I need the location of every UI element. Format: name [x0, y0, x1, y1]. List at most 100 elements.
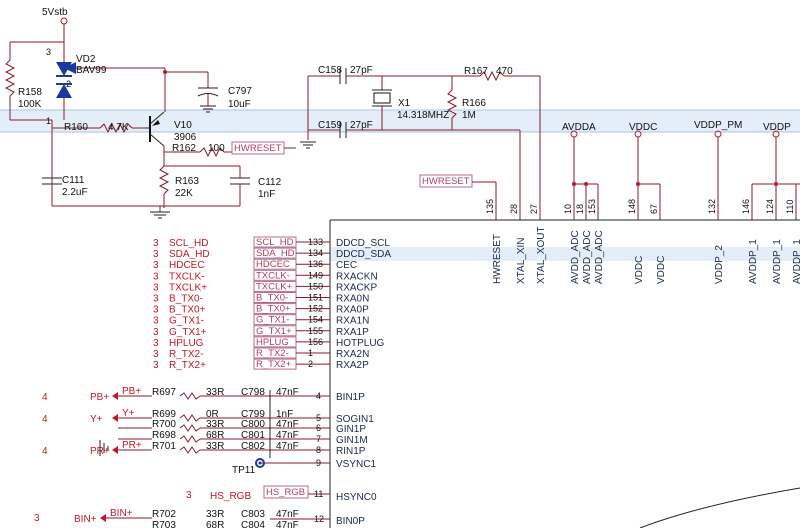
pin-name: XTAL_XOUT [536, 226, 547, 284]
svg-text:R703: R703 [152, 520, 176, 528]
svg-text:HSYNC0: HSYNC0 [336, 492, 377, 503]
svg-text:11: 11 [314, 489, 323, 499]
sheet-ref: 3 [153, 327, 159, 338]
pin-number: 132 [707, 199, 717, 214]
net-port-label: R_TX2- [256, 348, 289, 359]
signal-label: SCL_HD [169, 238, 208, 249]
svg-text:470: 470 [496, 66, 513, 77]
resistor-ref: R697 [152, 387, 176, 398]
diode-icon [64, 62, 76, 74]
capacitor-ref: C801 [241, 430, 265, 441]
pin-number: 136 [308, 259, 323, 269]
svg-text:C159: C159 [318, 120, 342, 131]
svg-text:33R: 33R [206, 509, 224, 520]
resistor-r158 [4, 59, 16, 97]
pin-name: VDDC [656, 256, 667, 284]
port-arrow-icon [112, 414, 118, 422]
svg-text:27pF: 27pF [350, 120, 373, 131]
svg-text:4.7K: 4.7K [108, 122, 129, 133]
capacitor-ref: C799 [241, 409, 265, 420]
pin-name: RXA2N [336, 349, 369, 360]
pin-number: 155 [308, 326, 323, 336]
pin-number: 2 [308, 359, 313, 369]
resistor-r162 [199, 146, 225, 158]
signal-label: HDCEC [169, 260, 205, 271]
sheet-ref: 3 [153, 260, 159, 271]
pin-name: RXA0P [336, 305, 369, 316]
svg-text:R167: R167 [464, 66, 488, 77]
sheet-ref: 4 [42, 446, 48, 457]
pin-name: HWRESET [492, 234, 503, 284]
pin-number: 28 [509, 204, 519, 214]
resistor-value: 0R [206, 409, 219, 420]
pin-name: RXA0N [336, 294, 369, 305]
pin-number: 134 [308, 248, 323, 258]
resistor-ref: R700 [152, 419, 176, 430]
pin-number: 149 [308, 270, 323, 280]
resistor-symbol [179, 435, 201, 443]
pin-number: 6 [316, 423, 321, 433]
svg-text:R162: R162 [172, 143, 196, 154]
sheet-ref: 3 [153, 282, 159, 293]
net-port-label: TXCLK- [256, 270, 290, 281]
svg-text:BIN+: BIN+ [110, 508, 133, 519]
sheet-ref: 3 [153, 305, 159, 316]
svg-text:TP11: TP11 [232, 465, 256, 476]
capacitor-ref: C798 [241, 387, 265, 398]
svg-text:HS_RGB: HS_RGB [266, 487, 305, 498]
net-port-label: B_TX0- [256, 293, 288, 304]
resistor-symbol [179, 424, 201, 432]
sheet-ref: 3 [153, 249, 159, 260]
svg-text:BAV99: BAV99 [76, 65, 107, 76]
signal-label: TXCLK- [169, 271, 205, 282]
svg-text:VSYNC1: VSYNC1 [336, 459, 376, 470]
port-arrow-icon [112, 392, 118, 400]
sheet-ref: 3 [153, 360, 159, 371]
svg-text:R166: R166 [462, 98, 486, 109]
svg-text:100: 100 [208, 143, 225, 154]
resistor-symbol [179, 446, 201, 454]
resistor-ref: R701 [152, 441, 176, 452]
pin-number: 150 [308, 281, 323, 291]
diode-icon [56, 84, 72, 98]
pin-name: GIN1M [336, 435, 368, 446]
pin-name: AVDDP_1 [792, 239, 800, 284]
svg-text:22K: 22K [175, 188, 193, 199]
svg-text:AVDDA: AVDDA [562, 122, 596, 133]
svg-text:47nF: 47nF [276, 520, 299, 528]
svg-text:9: 9 [316, 458, 321, 468]
svg-text:X1: X1 [398, 98, 411, 109]
resistor-r160 [99, 122, 133, 134]
pin-name: RIN1P [336, 446, 366, 457]
board-edge-line [639, 487, 800, 528]
pin-number: 10 [563, 204, 573, 214]
svg-text:V10: V10 [174, 120, 192, 131]
svg-text:BIN0P: BIN0P [336, 516, 365, 527]
signal-label: B_TX0- [169, 294, 203, 305]
resistor-symbol [179, 414, 201, 422]
pin-name: AVDD_ADC [582, 230, 593, 284]
pin-number: 152 [308, 304, 323, 314]
signal-label: R_TX2- [169, 349, 203, 360]
net-port-label: HPLUG [256, 337, 289, 348]
pin-number: 110 [785, 200, 795, 214]
capacitor-ref: C800 [241, 419, 265, 430]
net-port-hs-rgb [263, 485, 309, 499]
resistor-value: 33R [206, 419, 224, 430]
svg-text:C797: C797 [228, 86, 252, 97]
ic-top-pins: 135HWRESET28XTAL_XIN27XTAL_XOUT10AVDD_AD… [485, 199, 800, 284]
svg-text:1nF: 1nF [258, 189, 275, 200]
resistor-r166 [446, 89, 458, 119]
sheet-ref: 3 [153, 271, 159, 282]
svg-text:C804: C804 [241, 520, 265, 528]
net-port-label: HDCEC [256, 259, 290, 270]
resistor-value: 33R [206, 441, 224, 452]
svg-text:14.318MHZ: 14.318MHZ [397, 110, 449, 121]
svg-text:3: 3 [46, 47, 51, 57]
pin-number: 146 [741, 199, 751, 214]
svg-text:2.2uF: 2.2uF [62, 187, 88, 198]
net-port-label: SCL_HD [256, 237, 294, 248]
